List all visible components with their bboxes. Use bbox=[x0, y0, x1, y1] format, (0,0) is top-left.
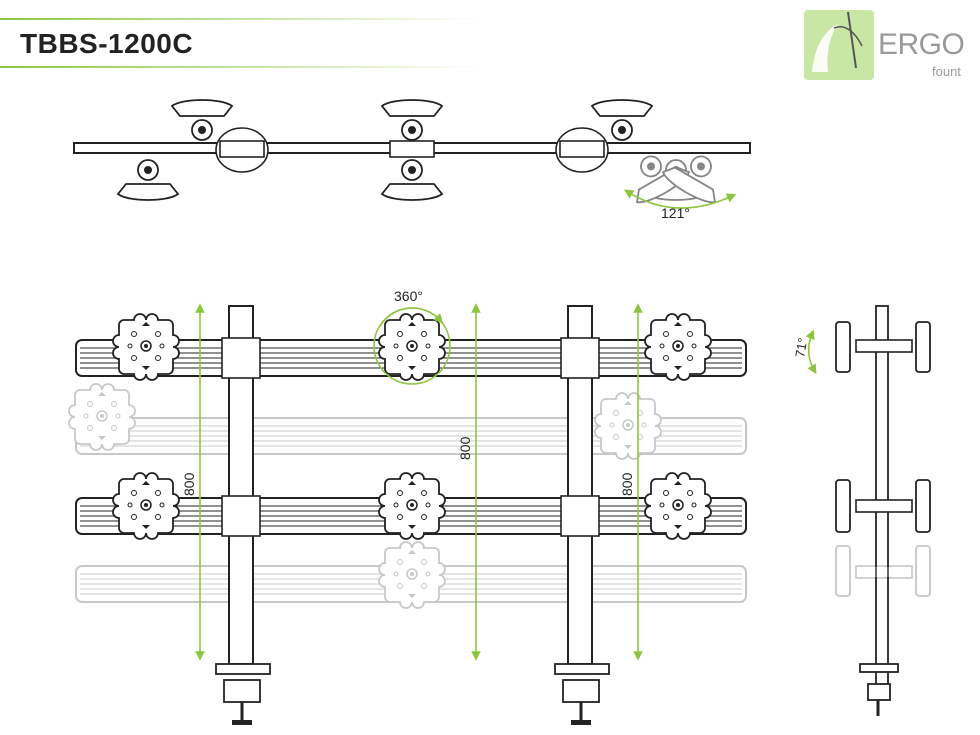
side-view: 71° bbox=[792, 305, 931, 716]
ergofount-logo-mark bbox=[804, 10, 874, 80]
logo-sub-text: fount bbox=[932, 64, 961, 79]
logo-brand-text: ERGO bbox=[878, 28, 965, 61]
rotation-angle-label: 360° bbox=[394, 288, 423, 304]
title-rule-bottom bbox=[0, 66, 480, 68]
top-view: 121° bbox=[73, 99, 751, 221]
height-label-center: 800 bbox=[457, 436, 473, 460]
swivel-angle-label: 121° bbox=[661, 205, 690, 221]
product-title: TBBS-1200C bbox=[20, 28, 194, 59]
title-rule-top bbox=[0, 18, 480, 20]
height-label-left: 800 bbox=[181, 472, 197, 496]
height-label-right: 800 bbox=[619, 472, 635, 496]
tilt-angle-label: 71° bbox=[792, 337, 810, 359]
front-view: 360° 800 800 800 bbox=[68, 288, 747, 725]
